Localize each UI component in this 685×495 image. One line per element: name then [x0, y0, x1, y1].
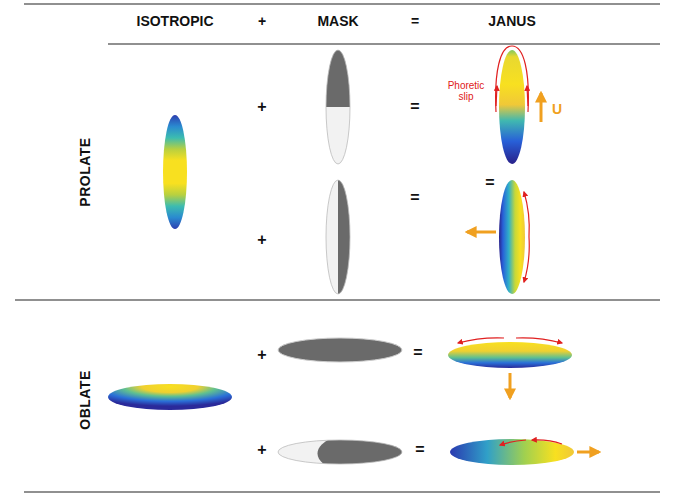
velocity-label: U: [552, 102, 562, 117]
column-heading: ISOTROPIC: [136, 14, 213, 29]
slip-label: Phoretic slip: [443, 80, 489, 102]
column-heading: JANUS: [488, 14, 535, 29]
column-heading: MASK: [317, 14, 358, 29]
operator-symbol: +: [257, 441, 266, 459]
isotropic-oblate: [108, 384, 232, 410]
janus-oblate-side: [450, 439, 599, 465]
operator-symbol: =: [485, 174, 494, 192]
janus-oblate-top: [448, 338, 572, 398]
operator-symbol: +: [257, 98, 266, 116]
operator-symbol: =: [411, 14, 419, 29]
row-heading: OBLATE: [78, 370, 93, 430]
rule-lines: [15, 4, 660, 492]
janus-prolate-side: [467, 180, 529, 294]
isotropic-prolate: [163, 115, 187, 229]
operator-symbol: +: [258, 14, 266, 29]
operator-symbol: =: [410, 98, 419, 116]
operator-symbol: =: [410, 189, 419, 207]
operator-symbol: =: [415, 441, 424, 459]
operator-symbol: =: [413, 344, 422, 362]
row-heading: PROLATE: [78, 137, 93, 206]
mask-oblate-top: [278, 338, 402, 362]
operator-symbol: +: [257, 346, 266, 364]
mask-prolate-top: [320, 40, 360, 164]
mask-prolate-side: [326, 170, 358, 304]
janus-prolate-top: [496, 46, 541, 164]
operator-symbol: +: [257, 231, 266, 249]
mask-oblate-side: [278, 436, 410, 468]
